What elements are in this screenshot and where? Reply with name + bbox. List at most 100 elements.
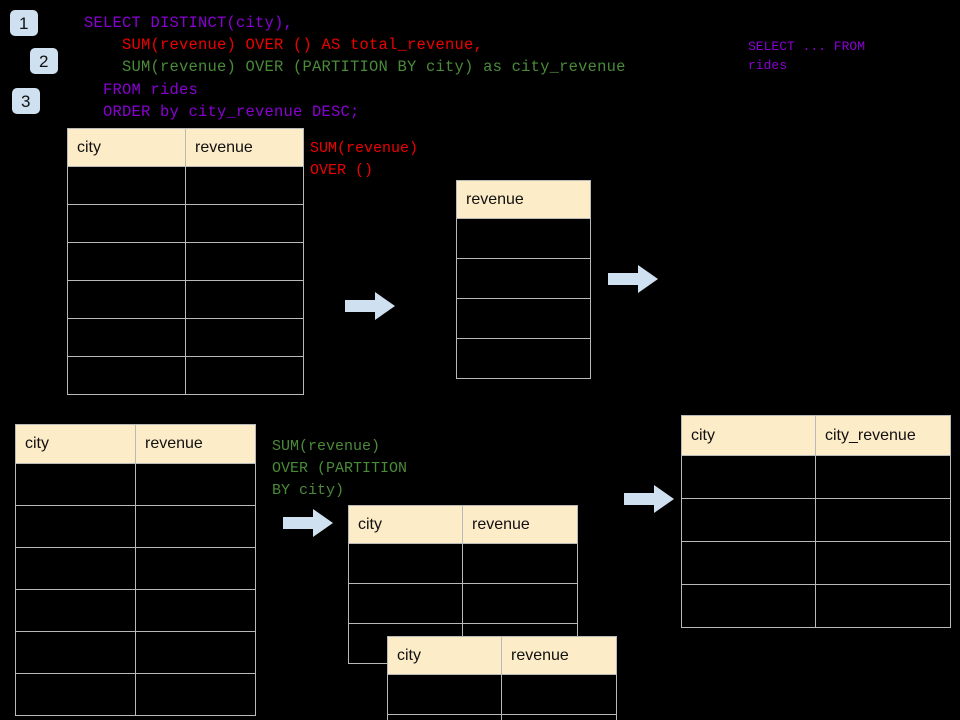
- column-header-revenue: revenue: [185, 128, 304, 167]
- table-cell: [456, 298, 591, 339]
- column-header-revenue: revenue: [135, 424, 256, 464]
- column-header-city: city: [681, 415, 816, 456]
- table-header-row: city city_revenue: [681, 415, 951, 456]
- table-cell: [501, 714, 617, 720]
- rides-source-table-top: city revenue: [67, 128, 304, 395]
- table-header-row: city revenue: [348, 505, 578, 544]
- table-header-row: revenue: [456, 180, 591, 219]
- table-cell: [815, 455, 951, 499]
- table-row: [15, 631, 256, 674]
- step-badge-2: 2: [30, 48, 58, 74]
- step-badge-3: 3: [12, 88, 40, 114]
- table-cell: [681, 455, 816, 499]
- table-cell: [185, 204, 304, 243]
- column-header-city: city: [348, 505, 463, 544]
- table-row: [15, 547, 256, 590]
- table-cell: [456, 218, 591, 259]
- table-cell: [135, 505, 256, 548]
- table-cell: [815, 498, 951, 542]
- sql-line-city-revenue: SUM(revenue) OVER (PARTITION BY city) as…: [84, 58, 626, 76]
- table-cell: [185, 166, 304, 205]
- table-cell: [681, 541, 816, 585]
- table-cell: [135, 673, 256, 716]
- table-row: [681, 541, 951, 585]
- column-header-city-revenue: city_revenue: [815, 415, 951, 456]
- sidenote-select-from-rides: SELECT ... FROM rides: [748, 39, 866, 73]
- table-row: [67, 356, 304, 395]
- table-cell: [462, 583, 578, 624]
- table-row: [456, 298, 591, 339]
- table-cell: [135, 631, 256, 674]
- table-row: [67, 318, 304, 357]
- table-cell: [15, 673, 136, 716]
- table-header-row: city revenue: [15, 424, 256, 464]
- table-cell: [185, 318, 304, 357]
- table-row: [456, 338, 591, 379]
- table-cell: [815, 541, 951, 585]
- table-row: [348, 543, 578, 584]
- table-row: [681, 455, 951, 499]
- table-cell: [67, 356, 186, 395]
- column-header-city: city: [387, 636, 502, 675]
- table-cell: [387, 674, 502, 715]
- column-header-city: city: [15, 424, 136, 464]
- sql-line-order-by: ORDER by city_revenue DESC;: [84, 103, 360, 121]
- table-cell: [67, 166, 186, 205]
- arrow-bottom-left-to-partition: [283, 509, 333, 537]
- table-row: [456, 258, 591, 299]
- annotation-sum-over-empty: SUM(revenue) OVER (): [310, 140, 419, 179]
- column-header-city: city: [67, 128, 186, 167]
- sql-line-select: SELECT DISTINCT(city),: [84, 14, 294, 32]
- table-cell: [681, 498, 816, 542]
- table-row: [67, 280, 304, 319]
- annotation-sum-over-partition: SUM(revenue) OVER (PARTITION BY city): [272, 438, 408, 499]
- table-row: [348, 583, 578, 624]
- table-row: [456, 218, 591, 259]
- step-badge-1-label: 1: [19, 13, 29, 33]
- table-cell: [815, 584, 951, 628]
- table-row: [15, 463, 256, 506]
- table-cell: [135, 589, 256, 632]
- sql-line-total-revenue: SUM(revenue) OVER () AS total_revenue,: [84, 36, 484, 54]
- table-cell: [15, 505, 136, 548]
- table-row: [387, 674, 617, 715]
- sql-line-from: FROM rides: [84, 81, 199, 99]
- step-badge-1: 1: [10, 10, 38, 36]
- rides-source-table-bottom: city revenue: [15, 424, 256, 716]
- column-header-revenue: revenue: [501, 636, 617, 675]
- table-cell: [67, 204, 186, 243]
- table-header-row: city revenue: [67, 128, 304, 167]
- partition-table-b: city revenue: [387, 636, 617, 720]
- table-cell: [456, 338, 591, 379]
- step-badge-3-label: 3: [21, 91, 31, 111]
- table-cell: [456, 258, 591, 299]
- table-row: [15, 589, 256, 632]
- table-row: [15, 673, 256, 716]
- table-cell: [67, 280, 186, 319]
- table-cell: [681, 584, 816, 628]
- table-cell: [348, 543, 463, 584]
- table-cell: [185, 280, 304, 319]
- table-cell: [67, 318, 186, 357]
- table-row: [67, 166, 304, 205]
- table-cell: [15, 589, 136, 632]
- table-row: [67, 204, 304, 243]
- result-table: city city_revenue: [681, 415, 951, 628]
- table-cell: [348, 583, 463, 624]
- arrow-total-to-result: [608, 265, 658, 293]
- table-cell: [67, 242, 186, 281]
- table-row: [67, 242, 304, 281]
- table-cell: [387, 714, 502, 720]
- table-cell: [462, 543, 578, 584]
- table-row: [681, 498, 951, 542]
- table-cell: [501, 674, 617, 715]
- table-cell: [135, 547, 256, 590]
- table-cell: [185, 356, 304, 395]
- table-cell: [15, 547, 136, 590]
- table-header-row: city revenue: [387, 636, 617, 675]
- arrow-top-left-to-total: [345, 292, 395, 320]
- column-header-revenue: revenue: [456, 180, 591, 219]
- table-cell: [135, 463, 256, 506]
- step-badge-2-label: 2: [39, 51, 49, 71]
